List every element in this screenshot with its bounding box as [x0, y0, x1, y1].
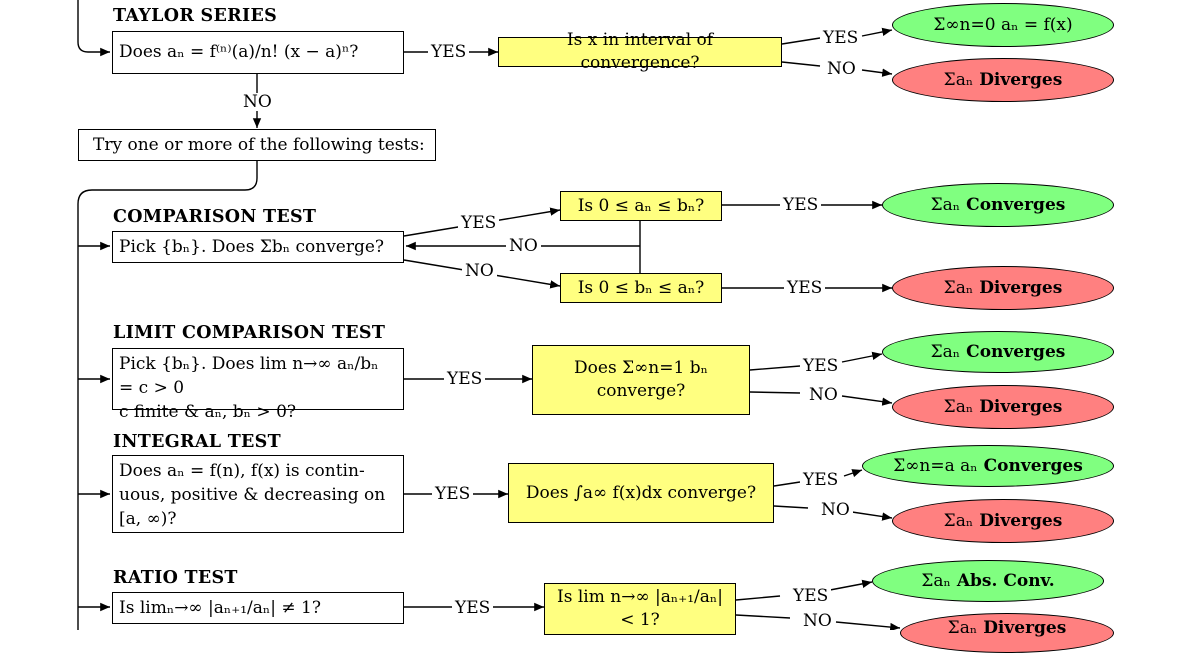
limit-comparison-title: LIMIT COMPARISON TEST — [113, 323, 386, 343]
limit-comparison-check-no: NO — [806, 386, 841, 404]
ratio-converge-text: Abs. Conv. — [956, 571, 1055, 591]
comparison-back-no-label: NO — [506, 237, 541, 255]
integral-check-no: NO — [818, 501, 853, 519]
comparison-yes1-label: YES — [780, 196, 822, 214]
limit-comparison-diverge-formula: Σaₙ — [943, 397, 974, 417]
taylor-check-no: NO — [824, 60, 859, 78]
comparison-no-label: NO — [462, 262, 497, 280]
comparison-check-b-le-a: Is 0 ≤ bₙ ≤ aₙ? — [560, 273, 722, 303]
integral-yes-label: YES — [432, 485, 474, 503]
integral-converge-formula: Σ∞n=a aₙ — [893, 456, 978, 476]
ratio-yes-label: YES — [452, 599, 494, 617]
taylor-no-label: NO — [240, 93, 275, 111]
taylor-diverge-text: Diverges — [979, 70, 1063, 90]
comparison-diverge-formula: Σaₙ — [943, 278, 974, 298]
limit-comparison-check: Does Σ∞n=1 bₙ converge? — [532, 345, 750, 415]
integral-check: Does ∫a∞ f(x)dx converge? — [508, 463, 774, 523]
limit-comparison-q-line2: c finite & aₙ, bₙ > 0? — [119, 402, 296, 422]
limit-comparison-converge-formula: Σaₙ — [930, 342, 961, 362]
comparison-converge-formula: Σaₙ — [930, 195, 961, 215]
taylor-result-formula: Σ∞n=0 aₙ = f(x) — [933, 15, 1073, 35]
ratio-question: Is limₙ→∞ |aₙ₊₁/aₙ| ≠ 1? — [112, 592, 404, 624]
ratio-diverge-text: Diverges — [983, 618, 1067, 638]
ratio-check: Is lim n→∞ |aₙ₊₁/aₙ| < 1? — [544, 583, 736, 635]
taylor-title: TAYLOR SERIES — [113, 6, 278, 26]
limit-comparison-question: Pick {bₙ}. Does lim n→∞ aₙ/bₙ = c > 0 c … — [112, 348, 404, 422]
comparison-question: Pick {bₙ}. Does Σbₙ converge? — [112, 231, 404, 263]
integral-diverge-text: Diverges — [979, 511, 1063, 531]
try-tests-box: Try one or more of the following tests: — [78, 129, 436, 161]
limit-comparison-q-line1: Pick {bₙ}. Does lim n→∞ aₙ/bₙ = c > 0 — [119, 354, 379, 398]
limit-comparison-diverge-text: Diverges — [979, 397, 1063, 417]
taylor-yes-label: YES — [428, 43, 470, 61]
limit-comparison-converge-text: Converges — [966, 342, 1066, 362]
ratio-check-no: NO — [800, 612, 835, 630]
limit-comparison-check-yes: YES — [800, 357, 842, 375]
integral-title: INTEGRAL TEST — [113, 432, 281, 452]
integral-converge-text: Converges — [983, 456, 1083, 476]
taylor-diverge-formula: Σaₙ — [943, 70, 974, 90]
integral-check-yes: YES — [800, 471, 842, 489]
comparison-diverge-text: Diverges — [979, 278, 1063, 298]
integral-q-line3: [a, ∞)? — [119, 509, 177, 529]
ratio-check-yes: YES — [790, 587, 832, 605]
comparison-title: COMPARISON TEST — [113, 207, 317, 227]
limit-comparison-yes-label: YES — [444, 370, 486, 388]
comparison-yes-label: YES — [458, 214, 500, 232]
integral-q-line1: Does aₙ = f(n), f(x) is contin- — [119, 461, 365, 481]
ratio-converge-formula: Σaₙ — [921, 571, 951, 591]
integral-q-line2: uous, positive & decreasing on — [119, 485, 386, 505]
integral-question: Does aₙ = f(n), f(x) is contin- uous, po… — [112, 455, 404, 533]
comparison-converge-text: Converges — [966, 195, 1066, 215]
taylor-question: Does aₙ = f⁽ⁿ⁾(a)/n! (x − a)ⁿ? — [112, 31, 404, 74]
ratio-diverge-formula: Σaₙ — [947, 618, 978, 638]
taylor-result-converges: Σ∞n=0 aₙ = f(x) — [892, 3, 1114, 47]
comparison-yes2-label: YES — [784, 279, 826, 297]
taylor-interval-check: Is x in interval of convergence? — [498, 30, 782, 73]
integral-diverge-formula: Σaₙ — [943, 511, 974, 531]
taylor-check-yes: YES — [820, 29, 862, 47]
comparison-check-a-le-b: Is 0 ≤ aₙ ≤ bₙ? — [560, 191, 722, 221]
ratio-title: RATIO TEST — [113, 568, 238, 588]
